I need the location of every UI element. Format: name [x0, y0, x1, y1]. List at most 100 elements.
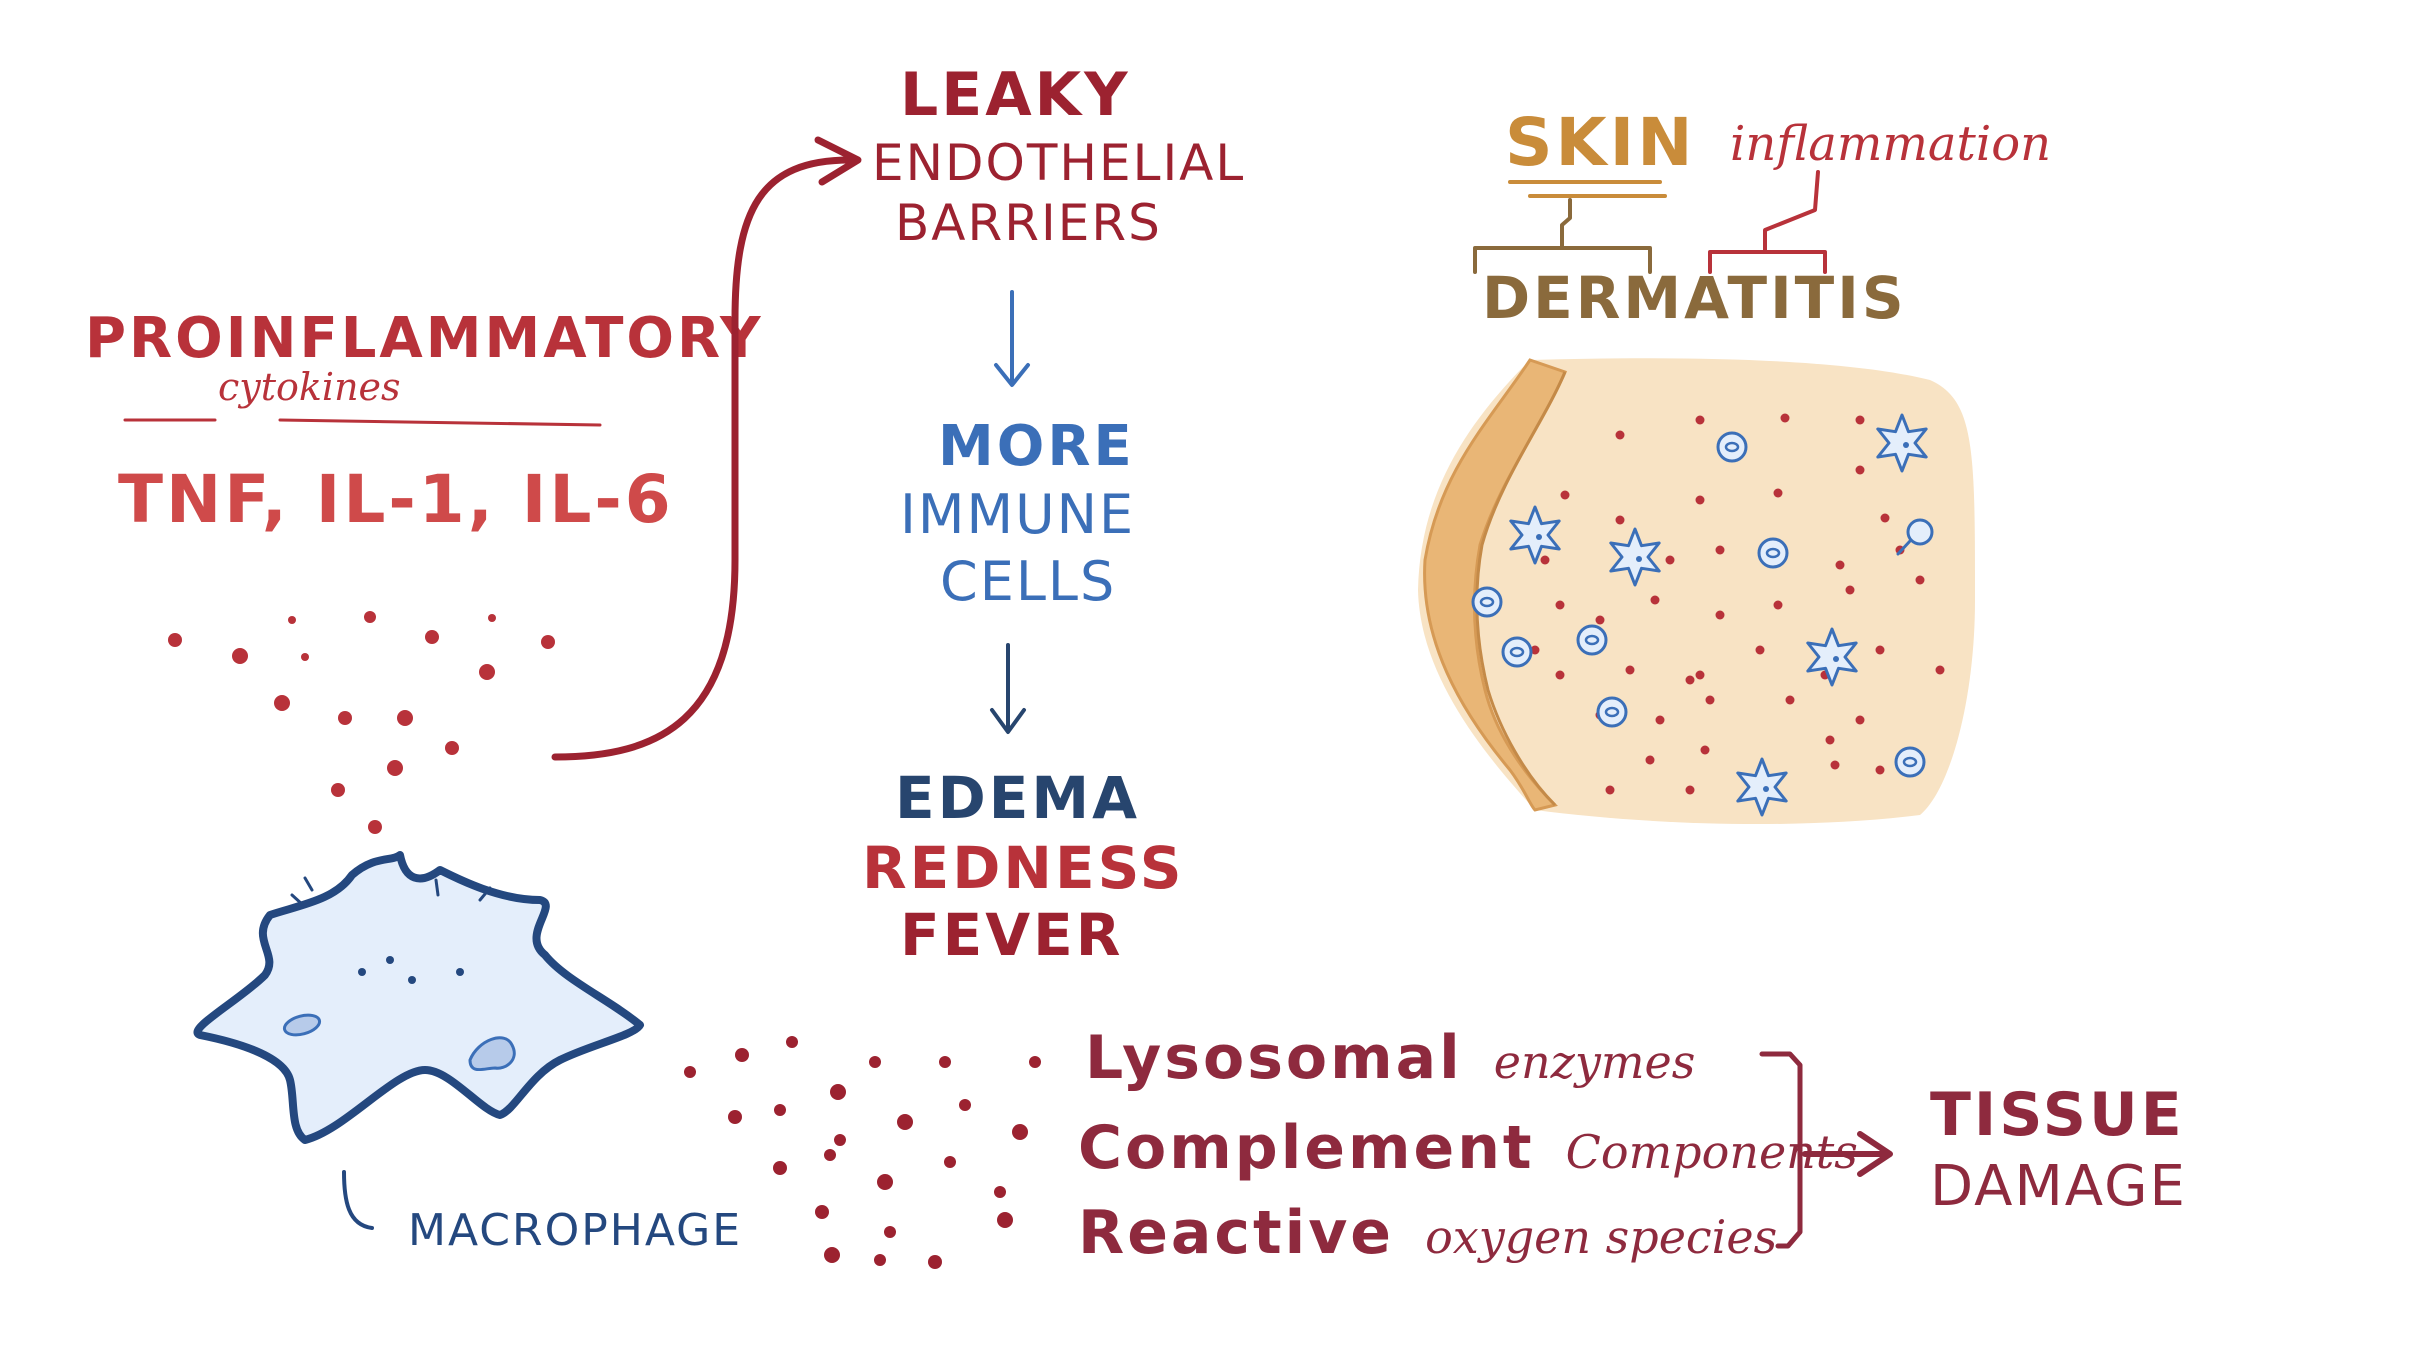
skin-dot	[1695, 415, 1705, 425]
lymphocyte-icon	[1501, 636, 1533, 668]
cytokines-block: PROINFLAMMATORY cytokines TNF, IL-1, IL-…	[85, 306, 764, 538]
cytokine-dot	[368, 820, 382, 834]
product-dots	[684, 1036, 1041, 1269]
skin-dot	[1615, 430, 1625, 440]
immune-line-1: MORE	[938, 414, 1135, 479]
macrophage-small-icon	[1509, 505, 1561, 565]
skin-dot	[1700, 745, 1710, 755]
product-dot	[897, 1114, 913, 1130]
macrophage-label: MACROPHAGE	[408, 1205, 742, 1256]
product-1-rest: enzymes	[1494, 1035, 1696, 1089]
skin-dot	[1555, 600, 1565, 610]
product-dot	[786, 1036, 798, 1048]
skin-dot	[1695, 670, 1705, 680]
skin-dot	[1695, 495, 1705, 505]
skin-dot	[1855, 415, 1865, 425]
product-dot	[997, 1212, 1013, 1228]
macrophage-vesicle	[282, 1013, 322, 1037]
skin-dot	[1780, 413, 1790, 423]
skin-dot	[1615, 515, 1625, 525]
product-dot	[994, 1186, 1006, 1198]
product-1-main: Lysosomal	[1085, 1023, 1463, 1093]
leaky-line-2: ENDOTHELIAL	[872, 134, 1245, 192]
down-arrow-1	[994, 290, 1030, 387]
inflammation-bracket	[1708, 170, 1827, 274]
epidermis-layer	[1423, 358, 1568, 812]
product-3-main: Reactive	[1078, 1198, 1394, 1268]
lymphocyte-icon	[1757, 537, 1789, 569]
cytokines-title: PROINFLAMMATORY	[85, 306, 764, 371]
lymphocyte-icon	[1894, 746, 1926, 778]
skin-dot	[1825, 735, 1835, 745]
product-dot	[884, 1226, 896, 1238]
product-dot	[815, 1205, 829, 1219]
lymphocyte-icon	[1576, 624, 1608, 656]
skin-label: SKIN	[1505, 104, 1695, 181]
product-1: Lysosomal enzymes	[1085, 1023, 1695, 1093]
skin-dot	[1935, 665, 1945, 675]
product-2-main: Complement	[1078, 1113, 1535, 1183]
skin-dot	[1785, 695, 1795, 705]
skin-dot	[1835, 560, 1845, 570]
product-dot	[824, 1247, 840, 1263]
product-dot	[824, 1149, 836, 1161]
cytokine-dot	[338, 711, 352, 725]
cytokine-dot	[288, 616, 296, 624]
cytokine-dots	[168, 611, 555, 834]
arrow-right-icon	[1857, 1131, 1893, 1177]
product-2: Complement Components	[1078, 1113, 1858, 1183]
cytokine-dot	[331, 783, 345, 797]
skin-dot	[1650, 595, 1660, 605]
tissue-damage-line-1: TISSUE	[1930, 1080, 2185, 1150]
skin-dot	[1665, 555, 1675, 565]
macrophage-small-icon	[1609, 527, 1661, 587]
skin-bracket	[1473, 198, 1652, 274]
effects-block: EDEMA REDNESS FEVER	[862, 764, 1185, 969]
cytokine-dot	[397, 710, 413, 726]
curved-arrow	[551, 136, 862, 761]
cytokine-dot	[541, 635, 555, 649]
cytokines-list: TNF, IL-1, IL-6	[118, 461, 674, 538]
product-dot	[874, 1254, 886, 1266]
product-dot	[830, 1084, 846, 1100]
cytokine-dot	[445, 741, 459, 755]
cytokine-dot	[274, 695, 290, 711]
product-dot	[735, 1048, 749, 1062]
skin-dot	[1605, 785, 1615, 795]
macrophage-small-icon	[1736, 757, 1788, 817]
skin-dot	[1715, 610, 1725, 620]
skin-dot	[1875, 765, 1885, 775]
product-dot	[959, 1099, 971, 1111]
skin-dot	[1875, 645, 1885, 655]
product-dot	[939, 1056, 951, 1068]
skin-dot	[1855, 715, 1865, 725]
product-dot	[1029, 1056, 1041, 1068]
skin-dot	[1845, 585, 1855, 595]
skin-dot	[1880, 513, 1890, 523]
skin-dot	[1773, 488, 1783, 498]
products-list: Lysosomal enzymes Complement Components …	[1078, 1023, 1858, 1268]
skin-tissue	[1418, 358, 1975, 825]
product-dot	[684, 1066, 696, 1078]
cytokine-dot	[488, 614, 496, 622]
cytokine-dot	[479, 664, 495, 680]
effect-redness: REDNESS	[862, 834, 1185, 902]
product-dot	[834, 1134, 846, 1146]
arrow-down-icon	[990, 708, 1026, 734]
immune-cells	[1471, 413, 1934, 817]
cytokine-dot	[232, 648, 248, 664]
skin-dot	[1715, 545, 1725, 555]
skin-dot	[1645, 755, 1655, 765]
macrophage-pointer	[342, 1170, 374, 1230]
cytokines-subtitle: cytokines	[218, 365, 401, 409]
lymphocyte-icon	[1716, 431, 1748, 463]
effect-fever: FEVER	[900, 901, 1123, 969]
cytokine-dot	[364, 611, 376, 623]
skin-dot	[1855, 465, 1865, 475]
product-3: Reactive oxygen species	[1078, 1198, 1777, 1268]
product-dot	[869, 1056, 881, 1068]
cytokines-underline-right	[278, 418, 602, 427]
tissue-damage-line-2: DAMAGE	[1930, 1154, 2187, 1219]
effect-edema: EDEMA	[895, 764, 1140, 832]
cytokine-dot	[425, 630, 439, 644]
